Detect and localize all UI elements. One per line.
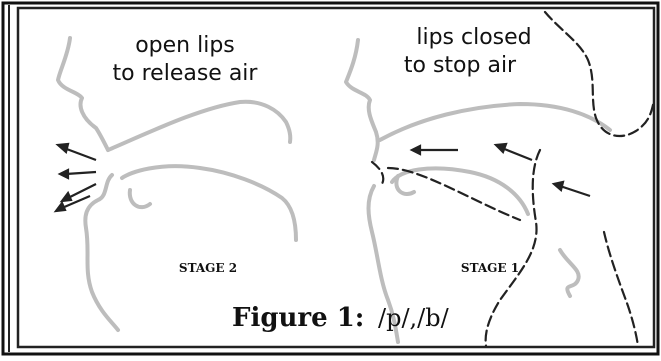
stage-2-caption-line-2: to release air <box>113 61 259 86</box>
stage-1-caption-line-1: lips closed <box>416 25 531 50</box>
figure-caption-prefix: Figure 1: <box>232 303 364 333</box>
figure-caption-text: /p/,/b/ <box>378 304 450 332</box>
stage-1-label: STAGE 1 <box>461 261 519 275</box>
stage-2-caption-line-1: open lips <box>135 33 235 58</box>
stage-1-caption-line-2: to stop air <box>404 53 517 78</box>
stage-2-label: STAGE 2 <box>179 261 237 275</box>
